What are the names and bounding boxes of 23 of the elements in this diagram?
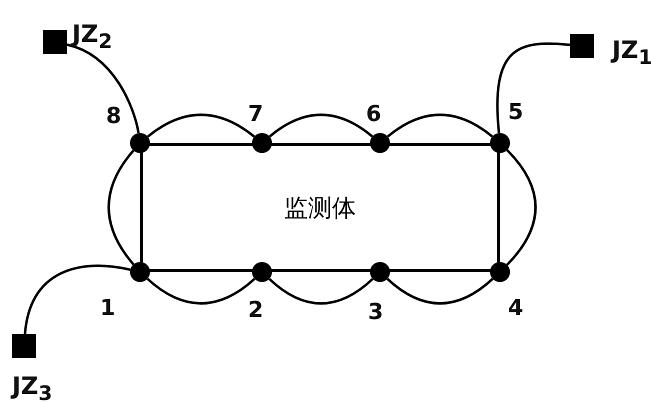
point-number: 2 — [248, 300, 264, 322]
point-number: 1 — [100, 298, 116, 320]
connector-line — [386, 114, 494, 138]
connector-line — [268, 114, 374, 138]
marker-label: JZ$_{1}$ — [612, 38, 651, 67]
point-number: 6 — [366, 104, 382, 126]
point-number: 8 — [106, 106, 122, 128]
connector-line — [24, 264, 130, 334]
connector-line — [146, 114, 256, 138]
connector-line — [66, 43, 140, 134]
point-number: 5 — [508, 102, 524, 124]
connector-line — [108, 150, 134, 266]
connector-line — [146, 278, 256, 305]
point-number: 3 — [368, 302, 384, 324]
marker-label: JZ$_{2}$ — [72, 22, 112, 51]
connector-line — [268, 278, 374, 305]
connector-line — [386, 278, 494, 305]
box-label: 监测体 — [284, 192, 356, 224]
marker-label: JZ$_{3}$ — [12, 374, 52, 402]
connector-line — [496, 42, 570, 134]
point-number: 7 — [248, 104, 264, 126]
connector-line — [506, 149, 537, 266]
point-number: 4 — [508, 298, 524, 320]
